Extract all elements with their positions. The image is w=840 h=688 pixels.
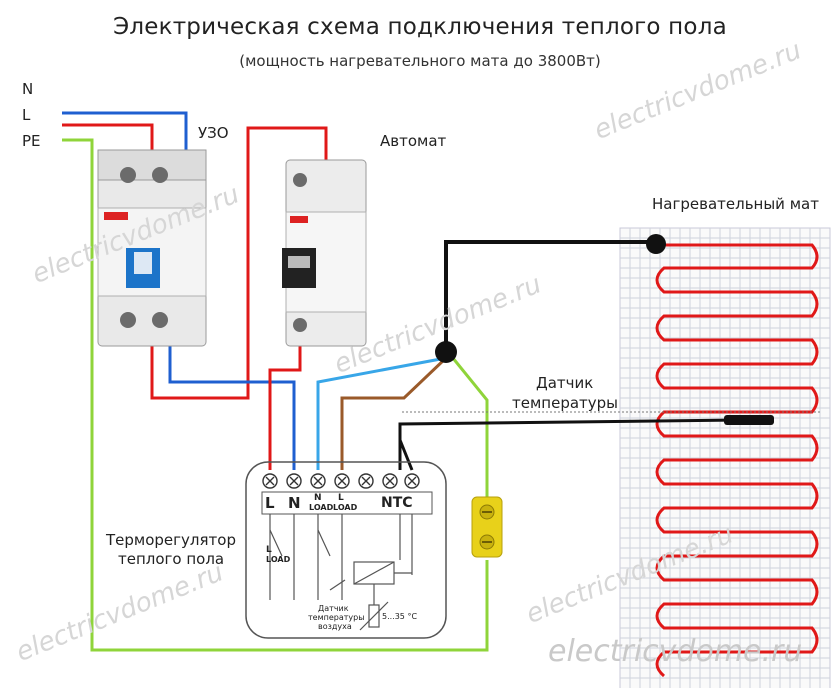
automat-label: Автомат [380, 132, 447, 150]
thermostat-internals [269, 514, 413, 631]
n-load-wire [316, 356, 447, 470]
inner-l-top: L [266, 545, 272, 555]
junction-dot [435, 341, 457, 363]
heating-mat-grid [619, 227, 831, 688]
terminal-l-load-top: L [338, 493, 344, 503]
n-label: N [22, 80, 34, 98]
terminal-screw-cross [385, 476, 395, 486]
terminal-screw-cross [313, 476, 323, 486]
diagram-subtitle: (мощность нагревательного мата до 3800Вт… [239, 52, 601, 70]
terminal-screw-cross [337, 476, 347, 486]
sensor-wire [398, 418, 741, 470]
terminal-ntc: NTC [381, 495, 413, 511]
phase-supply-wire [62, 123, 154, 150]
thermostat-icon [245, 461, 447, 639]
sensor-label-1: Датчик [536, 374, 594, 392]
circuit-breaker-icon [282, 159, 367, 347]
phase-to-thermostat-wire [268, 335, 302, 470]
terminal-n: N [288, 494, 301, 512]
neutral-supply-wire [62, 111, 188, 150]
range-label: 5...35 °C [382, 612, 418, 621]
sensor-probe [724, 415, 774, 425]
uzo-label: УЗО [198, 124, 229, 142]
terminal-screw-cross [407, 476, 417, 486]
heating-cable-feed [444, 240, 656, 352]
phase-to-breaker-wire [150, 126, 328, 400]
terminal-n-load-bottom: LOAD [309, 503, 334, 512]
earth-supply-wire [62, 138, 489, 652]
terminal-n-load-top: N [314, 493, 322, 503]
air-sensor-label-3: воздуха [318, 622, 352, 631]
terminal-screws [262, 473, 420, 489]
air-sensor-label-2: температуры [308, 613, 365, 622]
watermark-footer: electricvdome.ru [548, 634, 803, 669]
terminal-screw-cross [289, 476, 299, 486]
l-load-wire [340, 356, 448, 470]
terminal-screw-cross [265, 476, 275, 486]
earth-to-mat-wire [446, 351, 489, 500]
thermostat-label-1: Терморегулятор [106, 531, 236, 549]
diagram-title: Электрическая схема подключения теплого … [113, 14, 727, 40]
terminal-block-icon [471, 496, 503, 558]
thermostat-label-2: теплого пола [118, 550, 225, 568]
neutral-to-thermostat-wire [168, 330, 296, 470]
air-sensor-label-1: Датчик [318, 604, 349, 613]
terminal-screw-cross [361, 476, 371, 486]
l-label: L [22, 106, 31, 124]
terminal-l: L [265, 494, 275, 512]
rcd-device-icon [97, 149, 207, 347]
terminal-l-load-bottom: LOAD [333, 503, 358, 512]
sensor-label-2: температуры [512, 394, 619, 412]
sensor-wire-2 [398, 439, 414, 471]
heating-cable [655, 243, 819, 678]
heating-mat-label: Нагревательный мат [652, 195, 819, 213]
mat-connection-dot [646, 234, 666, 254]
inner-l-bottom: LOAD [266, 555, 291, 564]
pe-label: PE [22, 132, 41, 150]
